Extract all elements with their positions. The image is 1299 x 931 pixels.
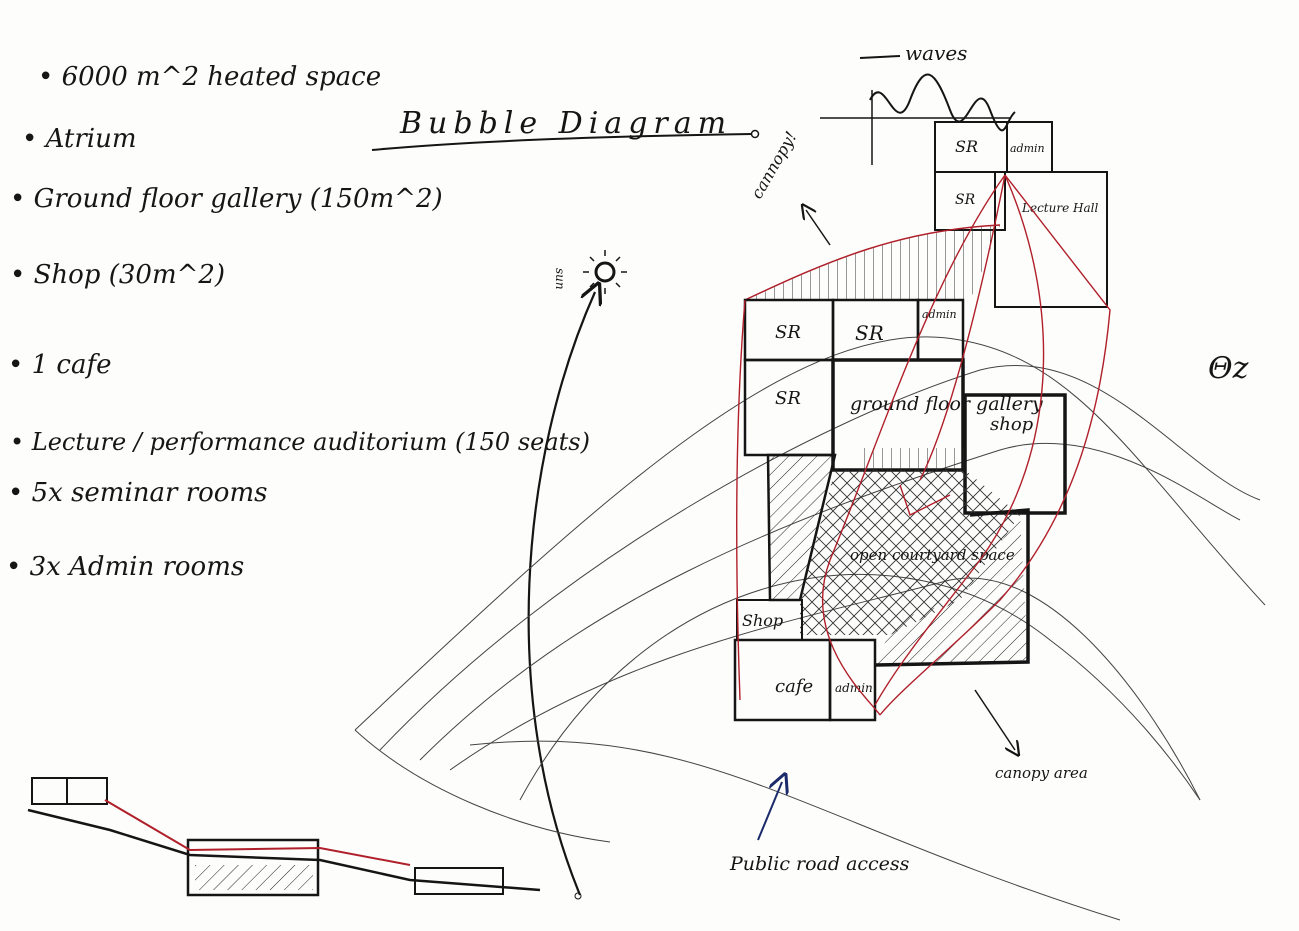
title-underline	[371, 133, 753, 151]
note-seminar-rooms: • 5x seminar rooms	[8, 478, 268, 508]
label-shop: shop	[990, 414, 1034, 435]
note-gallery: • Ground floor gallery (150m^2)	[10, 184, 443, 214]
waves-group: waves	[820, 41, 1016, 165]
courtyard-cross	[800, 470, 1020, 635]
circulation-lines	[736, 174, 1111, 716]
sun-path-arc	[527, 292, 595, 896]
diagram-title: Bubble Diagram	[399, 106, 732, 141]
label-sr-4: SR	[855, 321, 884, 345]
label-admin-3: admin	[835, 681, 873, 695]
canopy-area-label: canopy area	[995, 764, 1088, 782]
label-sr-3: SR	[775, 322, 801, 343]
courtyard-hatch-right	[875, 515, 1028, 665]
label-admin-2: admin	[922, 308, 957, 321]
sun-icon	[594, 261, 616, 283]
canopy-top-label: cannopy!	[747, 128, 801, 202]
label-shop-small: Shop	[742, 611, 783, 630]
canopy-hatch	[745, 225, 1000, 300]
note-auditorium: • Lecture / performance auditorium (150 …	[10, 428, 590, 456]
courtyard: open courtyard space Shop cafe admin	[733, 453, 1030, 722]
note-cafe: • 1 cafe	[8, 350, 112, 380]
north-wing: SR admin SR Lecture Hall	[934, 121, 1108, 308]
label-sr-5: SR	[775, 388, 801, 409]
canopy-area-group: canopy area	[974, 689, 1088, 782]
canopy-top-group: cannopy!	[747, 128, 831, 246]
note-atrium: • Atrium	[22, 124, 137, 154]
gallery-hatch	[860, 448, 970, 472]
sun-group: sun	[527, 250, 627, 900]
label-cafe: cafe	[775, 676, 813, 697]
waves-label: waves	[905, 41, 967, 65]
sun-label: sun	[553, 268, 567, 290]
label-admin-1: admin	[1010, 142, 1045, 155]
label-sr-2: SR	[955, 192, 976, 208]
section-sketch	[27, 777, 541, 897]
public-road-label: Public road access	[729, 853, 910, 875]
note-heated-space: • 6000 m^2 heated space	[38, 62, 382, 92]
label-sr-1: SR	[955, 137, 978, 156]
label-lecture-hall: Lecture Hall	[1021, 201, 1098, 215]
main-block: SR SR admin SR ground floor gallery shop	[743, 298, 1067, 515]
label-ground-floor-gallery: ground floor gallery	[850, 393, 1043, 415]
note-admin-rooms: • 3x Admin rooms	[6, 552, 245, 582]
label-open-courtyard: open courtyard space	[850, 546, 1015, 564]
title-underline-end	[750, 129, 760, 139]
note-shop: • Shop (30m^2)	[10, 260, 226, 290]
z-mark: Θz	[1208, 351, 1249, 386]
public-road-group: Public road access	[729, 782, 910, 875]
title-group: Bubble Diagram	[371, 106, 760, 151]
